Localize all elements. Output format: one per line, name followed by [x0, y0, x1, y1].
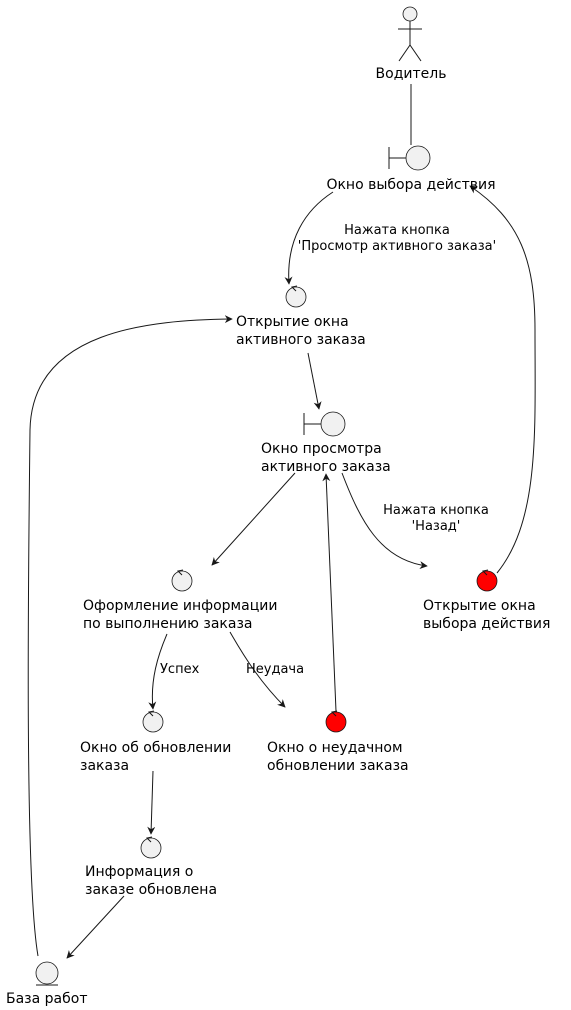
actor-driver-label: Водитель — [376, 66, 447, 82]
control-open-action-window: Открытие окна выбора действия — [423, 569, 550, 632]
control-update-window: Окно об обновлении заказа — [80, 710, 231, 774]
control-open-active-order-label-2: активного заказа — [236, 332, 366, 348]
edge-fill-info-update-window — [148, 633, 168, 710]
control-open-action-window-label-1: Открытие окна — [423, 598, 536, 614]
edge-label-view-button-line-1: Нажата кнопка — [344, 223, 450, 238]
edge-view-window-open-action-window — [341, 472, 428, 570]
edge-label-view-button-line-2: 'Просмотр активного заказа' — [298, 239, 496, 254]
actor-driver: Водитель — [376, 6, 447, 82]
boundary-icon — [388, 145, 431, 171]
control-open-active-order: Открытие окна активного заказа — [236, 285, 366, 348]
edge-open-active-order-view-window — [307, 352, 322, 410]
control-fail-window: Окно о неудачном обновлении заказа — [267, 710, 409, 774]
actor-icon — [398, 6, 422, 62]
edge-update-window-info-updated — [147, 770, 156, 835]
entity-icon — [35, 961, 59, 986]
control-fill-info-label-2: по выполнению заказа — [83, 616, 252, 632]
control-open-active-order-label-1: Открытие окна — [236, 314, 349, 330]
boundary-view-active-order-label-1: Окно просмотра — [261, 441, 382, 457]
control-icon — [325, 710, 347, 733]
control-info-updated-label-1: Информация о — [85, 864, 193, 880]
boundary-action-window-label: Окно выбора действия — [326, 177, 495, 193]
edge-info-updated-db — [66, 895, 125, 959]
control-update-window-label-2: заказа — [80, 758, 129, 774]
control-update-window-label-1: Окно об обновлении — [80, 740, 231, 756]
control-open-action-window-label-2: выбора действия — [423, 616, 550, 632]
control-info-updated-label-2: заказе обновлена — [85, 882, 217, 898]
control-icon — [140, 836, 162, 859]
control-fill-info: Оформление информации по выполнению зака… — [83, 569, 277, 632]
edge-label-view-button: Нажата кнопка 'Просмотр активного заказа… — [298, 223, 496, 254]
control-fail-window-label-1: Окно о неудачном — [267, 740, 403, 756]
edge-open-action-window-action-window — [469, 185, 536, 574]
edge-action-window-open-active-order — [284, 191, 334, 285]
boundary-view-active-order: Окно просмотра активного заказа — [261, 411, 391, 475]
edge-label-back-button-line-1: Нажата кнопка — [383, 503, 489, 518]
control-info-updated: Информация о заказе обновлена — [85, 836, 217, 898]
entity-jobs-db: База работ — [6, 961, 87, 1007]
control-fill-info-label-1: Оформление информации — [83, 598, 277, 614]
edge-fail-window-view-window — [322, 473, 341, 719]
edges — [27, 84, 536, 959]
edge-label-success: Успех — [160, 662, 200, 677]
edge-label-back-button-line-2: 'Назад' — [412, 519, 461, 534]
edge-view-window-fill-info — [211, 472, 296, 566]
control-icon — [171, 569, 193, 592]
control-icon — [142, 710, 164, 733]
edge-label-failure: Неудача — [246, 662, 304, 677]
boundary-icon — [303, 411, 346, 437]
entity-jobs-db-label: База работ — [6, 991, 87, 1007]
boundary-action-window: Окно выбора действия — [326, 145, 496, 193]
edge-label-back-button: Нажата кнопка 'Назад' — [383, 503, 489, 534]
control-icon — [285, 285, 307, 308]
edge-fill-info-fail-window — [229, 631, 286, 708]
control-icon — [476, 569, 498, 592]
control-fail-window-label-2: обновлении заказа — [267, 758, 409, 774]
edge-db-open-active-order — [27, 315, 233, 957]
boundary-view-active-order-label-2: активного заказа — [261, 459, 391, 475]
